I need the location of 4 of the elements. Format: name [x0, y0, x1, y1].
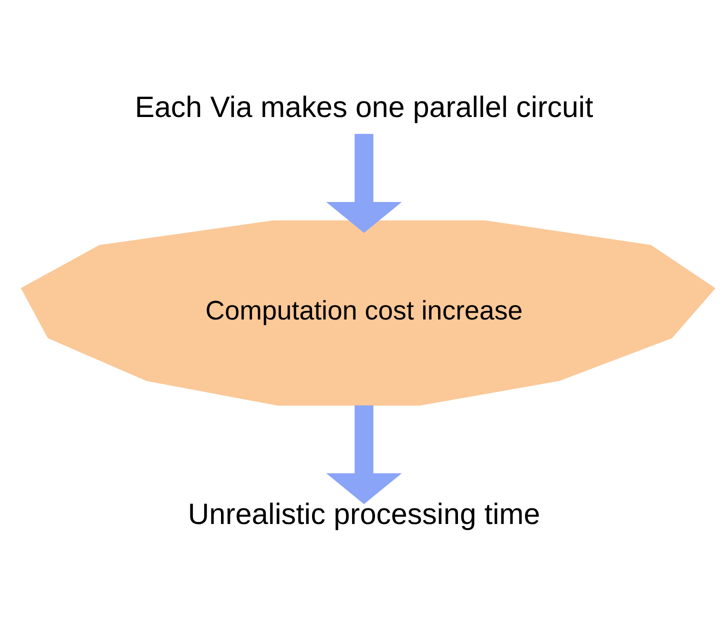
node-text: Each Via makes one parallel circuit: [134, 91, 594, 124]
arrow: [326, 134, 402, 233]
arrow: [326, 405, 402, 504]
node-text: Unrealistic processing time: [188, 498, 540, 532]
